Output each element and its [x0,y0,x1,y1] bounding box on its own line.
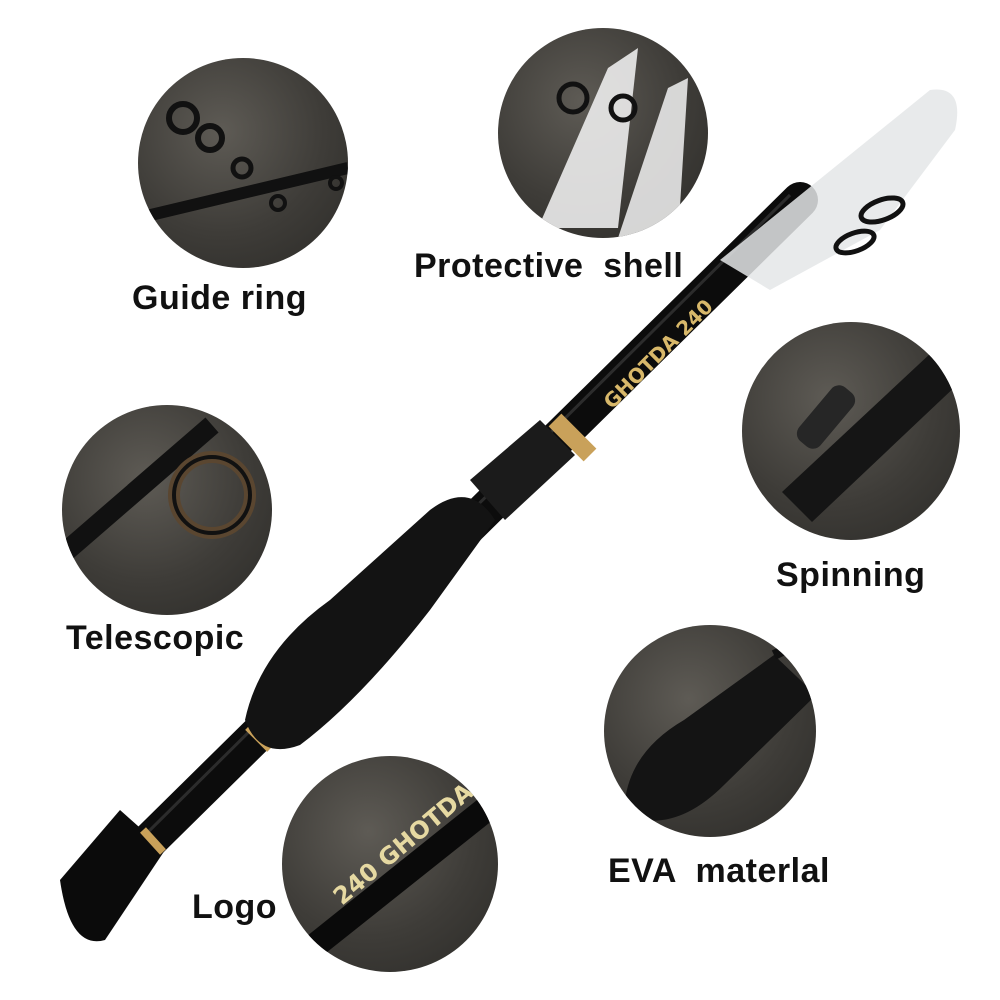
guide-ring-image [138,58,348,268]
protective-shell-image [498,28,708,238]
telescopic-label: Telescopic [66,619,245,657]
brand-text-rod: GHOTDA 240 [599,294,718,413]
eva-material-image [604,625,816,837]
logo-label: Logo [192,888,278,926]
spinning-label: Spinning [776,556,926,594]
protective-shell-label: Protective shell [414,247,684,285]
logo-image: 240 GHOTDA [282,756,498,972]
eva-material-label: EVA materlal [608,852,830,890]
guide-ring-label: Guide ring [132,279,307,317]
spinning-image [742,322,960,540]
telescopic-image [62,405,272,615]
